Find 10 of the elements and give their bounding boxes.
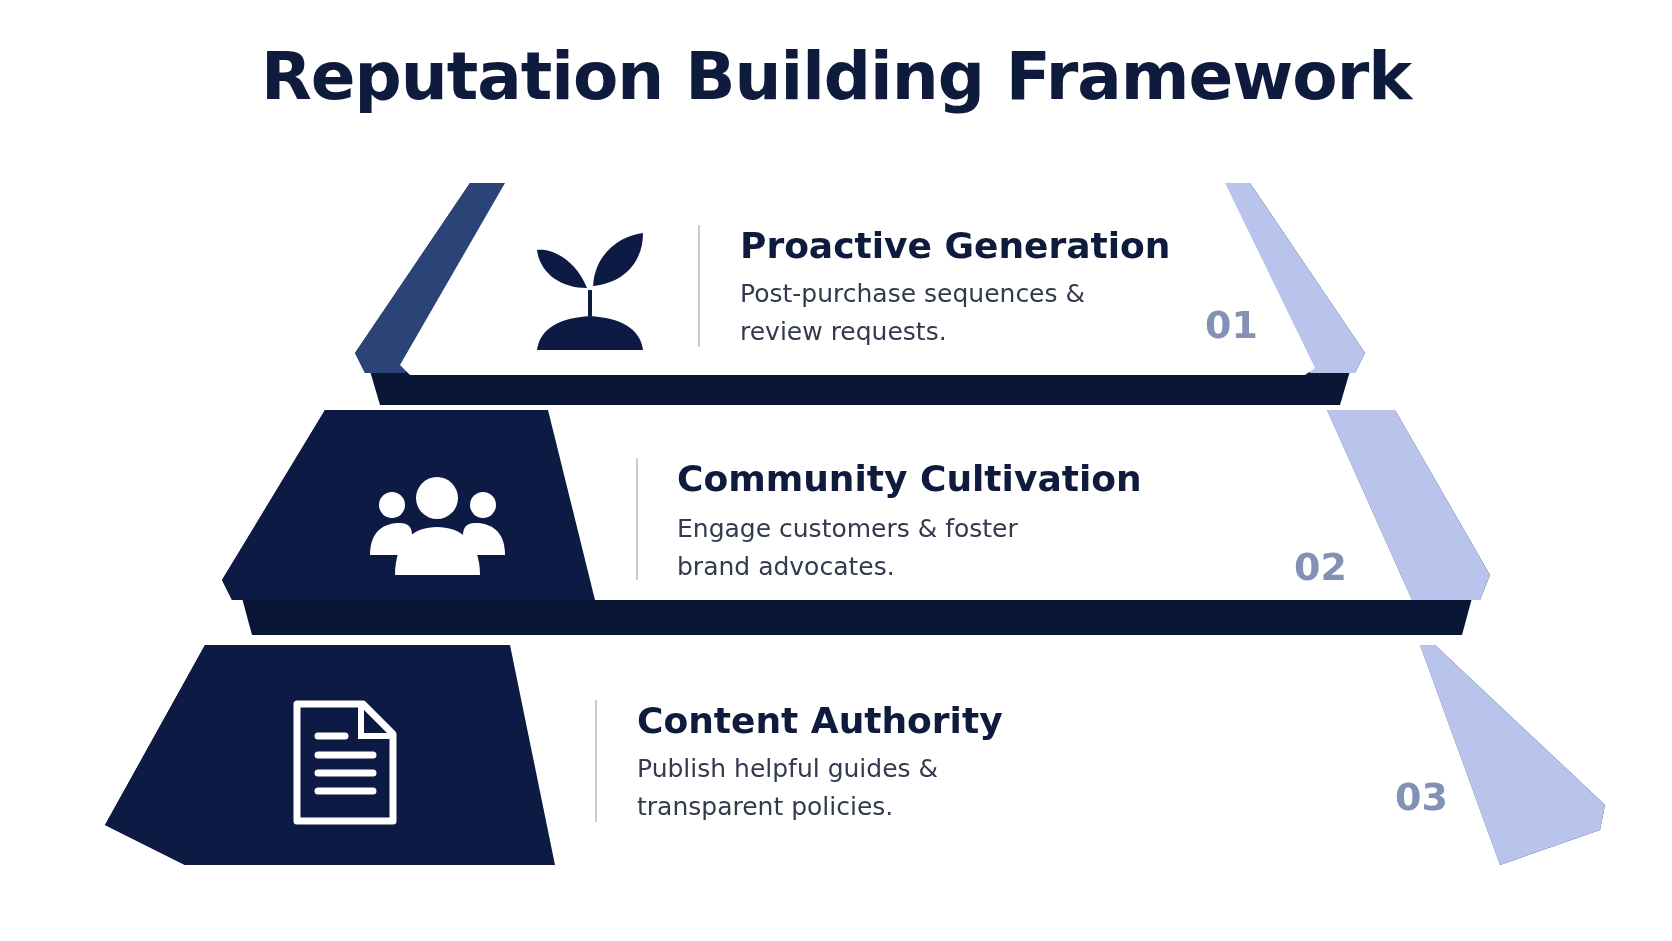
tier-heading: Content Authority	[637, 700, 1003, 741]
tier-description: Publish helpful guides & transparent policies.	[637, 753, 939, 823]
tier-description: Post-purchase sequences & review requests.	[740, 278, 1086, 348]
tier-description: Engage customers & foster brand advocates.	[677, 513, 1019, 583]
title: Reputation Building Framework	[259, 38, 1414, 115]
tier-heading: Proactive Generation	[740, 225, 1171, 266]
step-number: 01	[1205, 303, 1258, 347]
step-number: 02	[1294, 545, 1347, 589]
tier-heading: Community Cultivation	[677, 458, 1142, 499]
step-number: 03	[1395, 775, 1448, 819]
